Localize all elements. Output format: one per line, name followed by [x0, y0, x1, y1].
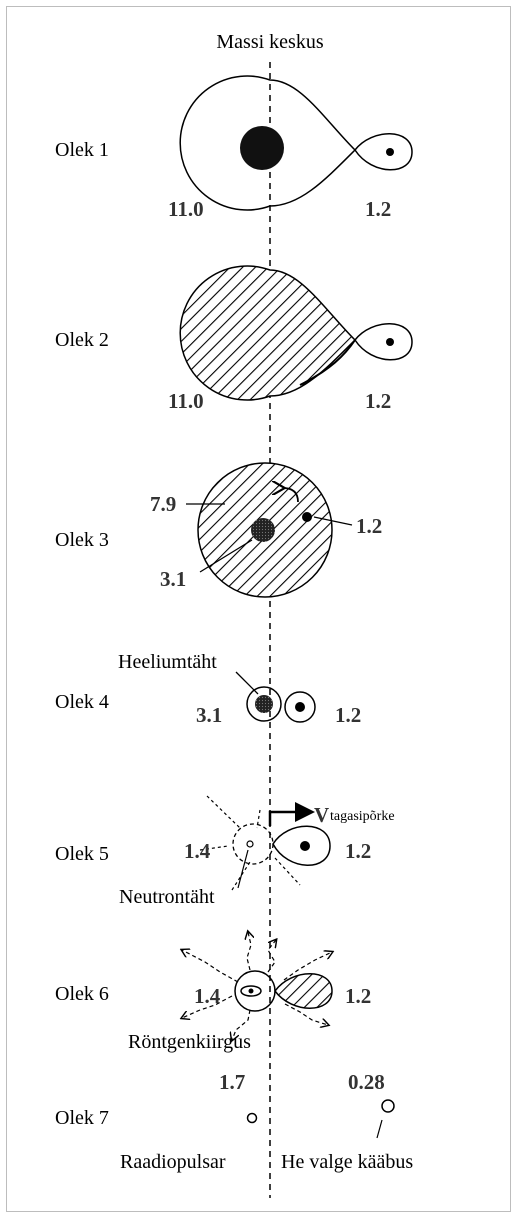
state-3-spiral-in-arrow: [283, 488, 299, 503]
state-5-annotation-leader: [237, 849, 249, 889]
state-4-left-mass: 3.1: [196, 703, 222, 727]
state-3-core-mass: 3.1: [160, 567, 186, 591]
state-6-neutron-star: [248, 988, 254, 994]
state-5-neutron-star: [246, 840, 254, 848]
state-3-outer-mass: 7.9: [150, 492, 176, 516]
state-5-companion-lobe: [272, 825, 331, 866]
state-2-roche-lobe-filled: [179, 265, 357, 401]
state-6-donor-lobe: [274, 973, 333, 1009]
state-6-label: Olek 6: [55, 983, 109, 1005]
state-4-annotation-leader: [235, 671, 259, 695]
state-5-annotation: Neutrontäht: [119, 886, 215, 908]
state-5-explosion-rays: [199, 795, 301, 891]
state-7-right-mass: 0.28: [348, 1070, 385, 1094]
state-5-kick-arrow: [268, 802, 315, 826]
state-3-companion-star: [302, 512, 312, 522]
state-1-companion-lobe: [354, 133, 413, 171]
state-2-left-mass: 11.0: [168, 389, 204, 413]
state-4-helium-core: [255, 695, 273, 713]
state-5-label: Olek 5: [55, 843, 109, 865]
state-5-velocity-subscript: tagasipõrke: [330, 809, 395, 824]
state-3-companion-leader: [313, 516, 353, 526]
state-7-white-dwarf-leader: [376, 1119, 383, 1139]
state-5-companion-star: [300, 841, 310, 851]
state-7-right-annotation: He valge kääbus: [281, 1151, 413, 1173]
title-center-of-mass: Massi keskus: [216, 31, 323, 53]
state-1-label: Olek 1: [55, 139, 109, 161]
state-4-companion-star: [295, 702, 305, 712]
state-2-label: Olek 2: [55, 329, 109, 351]
state-1-right-mass: 1.2: [365, 197, 391, 221]
state-3-label: Olek 3: [55, 529, 109, 551]
state-1-left-mass: 11.0: [168, 197, 204, 221]
state-1-primary-star: [240, 126, 284, 170]
state-7-pulsar: [246, 1112, 258, 1124]
state-4-helium-star-lobe: [246, 686, 282, 722]
state-4-right-mass: 1.2: [335, 703, 361, 727]
state-6-annotation: Röntgenkiirgus: [128, 1031, 251, 1053]
state-5-velocity-symbol: V: [314, 803, 329, 827]
state-7-label: Olek 7: [55, 1107, 109, 1129]
state-7-white-dwarf: [381, 1099, 395, 1113]
state-6-right-mass: 1.2: [345, 984, 371, 1008]
state-5-left-mass: 1.4: [184, 839, 211, 863]
state-1-companion-star: [386, 148, 394, 156]
state-6-xray-rays: [182, 932, 332, 1040]
state-5-right-mass: 1.2: [345, 839, 371, 863]
state-6-left-mass: 1.4: [194, 984, 221, 1008]
state-7-left-annotation: Raadiopulsar: [120, 1151, 226, 1173]
state-2-companion-star: [386, 338, 394, 346]
state-3-core: [251, 518, 275, 542]
state-2-mass-transfer-stream: [299, 339, 356, 386]
state-4-companion-lobe: [284, 691, 316, 723]
state-4-annotation: Heeliumtäht: [118, 651, 217, 673]
state-4-label: Olek 4: [55, 691, 109, 713]
state-2-companion-lobe: [354, 323, 413, 361]
state-2-right-mass: 1.2: [365, 389, 391, 413]
state-3-right-mass: 1.2: [356, 514, 382, 538]
state-7-left-mass: 1.7: [219, 1070, 245, 1094]
state-1-roche-lobe: [179, 75, 357, 211]
state-3-core-leader: [199, 539, 253, 573]
